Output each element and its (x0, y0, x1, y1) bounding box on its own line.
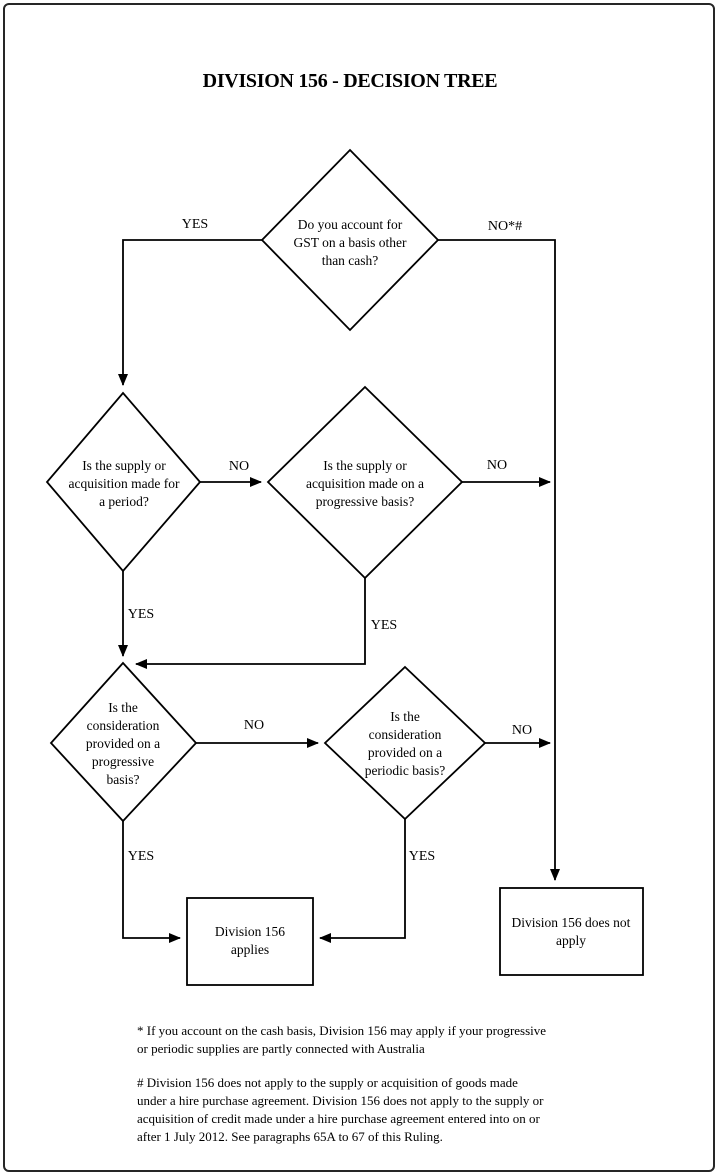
diamond-q2 (45, 391, 202, 573)
diamond-q4 (49, 661, 198, 823)
edge-label-q5-yes: YES (408, 849, 436, 864)
box-division-156-does-not-apply (499, 887, 644, 976)
edge-label-q5-no: NO (511, 723, 533, 738)
edge-label-q1-no: NO*# (487, 219, 523, 234)
outcome-applies-text: Division 156 applies (214, 924, 286, 957)
edge-q1-yes (118, 239, 262, 386)
decision-supply-period-text: Is the supply or acquisition made for a … (68, 458, 180, 509)
edge-q5-yes (319, 819, 406, 943)
page-title: DIVISION 156 - DECISION TREE (202, 70, 498, 92)
decision-gst-basis-text: Do you account for GST on a basis other … (293, 217, 407, 268)
footnote-asterisk: * If you account on the cash basis, Divi… (137, 1023, 547, 1056)
edge-label-q2-no: NO (228, 459, 250, 474)
decision-consideration-periodic-text: Is the consideration provided on a perio… (364, 709, 446, 778)
edge-label-q2-yes: YES (127, 607, 155, 622)
decision-consideration-progressive-text: Is the consideration provided on a progr… (85, 700, 161, 787)
edge-label-q3-no: NO (486, 458, 508, 473)
outcome-not-apply-text: Division 156 does not apply (511, 915, 631, 948)
decision-supply-progressive-text: Is the supply or acquisition made on a p… (305, 458, 425, 509)
footnotes: * If you account on the cash basis, Divi… (137, 1022, 547, 1162)
edge-q1-no-to-not-apply (438, 239, 560, 881)
edge-label-q4-yes: YES (127, 849, 155, 864)
diamond-q3 (266, 385, 464, 580)
edge-q4-yes (122, 821, 181, 943)
box-division-156-applies (186, 897, 314, 986)
diamond-q5 (323, 665, 487, 821)
edge-label-q3-yes: YES (370, 618, 398, 633)
edge-label-q4-no: NO (243, 718, 265, 733)
edge-label-q1-yes: YES (181, 217, 209, 232)
diamond-q1 (260, 148, 440, 332)
edge-q3-yes (135, 578, 366, 669)
footnote-hash: # Division 156 does not apply to the sup… (137, 1075, 544, 1144)
